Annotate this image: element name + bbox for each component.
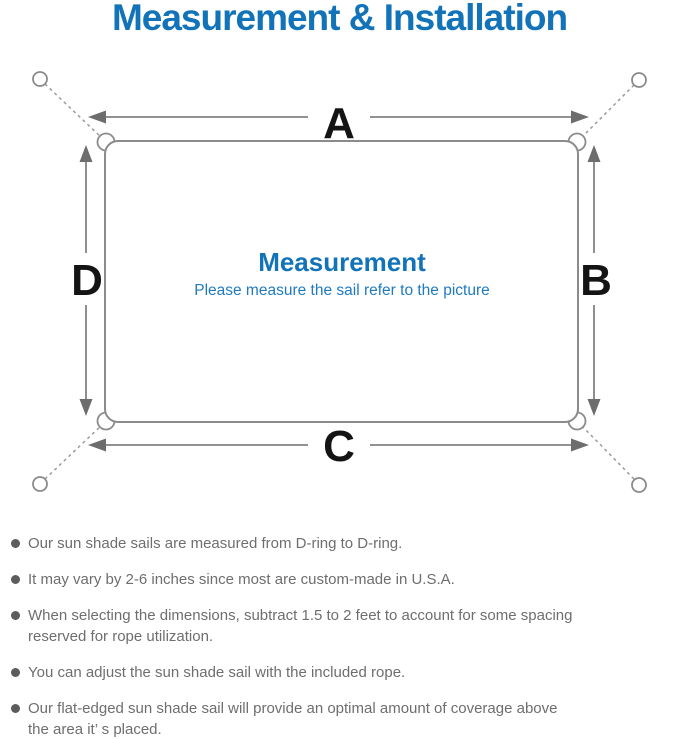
sail-measurement-diagram: A C D B Measurement Please measure the s… xyxy=(32,71,647,493)
side-label-d: D xyxy=(71,256,103,305)
anchor-ring-bottom-left xyxy=(32,476,48,492)
note-item-adjust-rope: You can adjust the sun shade sail with t… xyxy=(11,662,677,683)
bullet-dot-icon xyxy=(11,539,20,548)
bullet-dot-icon xyxy=(11,668,20,677)
measure-a-arrowhead-left xyxy=(88,110,106,124)
measure-a-arrowhead-right xyxy=(571,110,589,124)
anchor-ring-top-left xyxy=(32,71,48,87)
bullet-dot-icon xyxy=(11,704,20,713)
diagram-center-heading: Measurement xyxy=(258,247,426,277)
note-text: Our sun shade sails are measured from D-… xyxy=(28,535,403,552)
note-text: You can adjust the sun shade sail with t… xyxy=(28,664,406,681)
rope-dashed-line-top-right xyxy=(579,84,635,140)
bullet-dot-icon xyxy=(11,611,20,620)
measure-b-arrowhead-up xyxy=(587,145,601,162)
measure-c-arrowhead-left xyxy=(88,438,106,452)
anchor-ring-bottom-right xyxy=(631,477,647,493)
rope-dashed-line-bottom-left xyxy=(44,423,104,480)
side-label-c: C xyxy=(323,422,355,471)
rope-dashed-line-top-left xyxy=(44,83,104,140)
page-title: Measurement & Installation xyxy=(111,0,568,38)
anchor-ring-top-right xyxy=(631,72,647,88)
measure-b-arrowhead-down xyxy=(587,399,601,416)
notes-list: Our sun shade sails are measured from D-… xyxy=(11,527,679,739)
note-item-vary-inches: It may vary by 2-6 inches since most are… xyxy=(11,569,677,590)
bullet-dot-icon xyxy=(11,575,20,584)
note-text: When selecting the dimensions, subtract … xyxy=(28,607,573,645)
note-item-measured-d-ring: Our sun shade sails are measured from D-… xyxy=(11,533,677,554)
diagram-center-subtitle: Please measure the sail refer to the pic… xyxy=(194,282,490,299)
note-item-subtract-spacing: When selecting the dimensions, subtract … xyxy=(11,605,677,647)
note-text: It may vary by 2-6 inches since most are… xyxy=(28,571,455,588)
measure-c-arrowhead-right xyxy=(571,438,589,452)
note-item-flat-edged-coverage: Our flat-edged sun shade sail will provi… xyxy=(11,698,677,739)
note-text: Our flat-edged sun shade sail will provi… xyxy=(28,700,558,738)
rope-dashed-line-bottom-right xyxy=(579,423,635,480)
measure-d-arrowhead-down xyxy=(79,399,93,416)
side-label-a: A xyxy=(323,99,355,148)
measure-d-arrowhead-up xyxy=(79,145,93,162)
sail-rectangle xyxy=(104,140,579,423)
side-label-b: B xyxy=(580,256,612,305)
